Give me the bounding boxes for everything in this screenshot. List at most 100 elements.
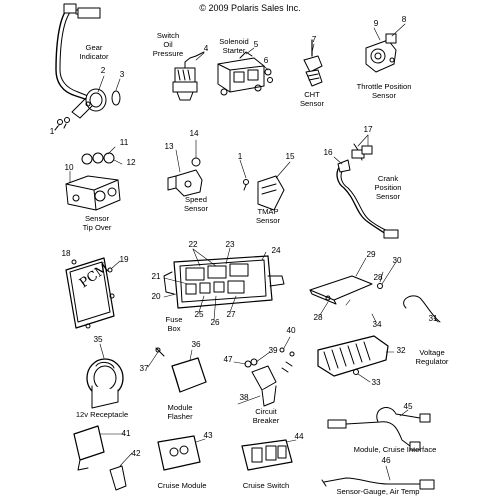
oil-pressure-switch-part [172, 51, 205, 101]
callout-16: 16 [323, 148, 333, 157]
receptacle-part [86, 358, 124, 409]
callout-35: 35 [93, 335, 103, 344]
callout-27: 27 [226, 310, 236, 319]
label-switch-oil-pressure-line2: Oil [163, 40, 173, 49]
label-fuse-box-line1: Fuse [165, 315, 183, 324]
callout-11: 11 [119, 138, 129, 147]
label-voltage-regulator-line1: Voltage [419, 348, 445, 357]
label-solenoid-starter-line1: Solenoid [219, 37, 249, 46]
label-speed-sensor-line1: Speed [185, 195, 207, 204]
callout-20: 20 [151, 292, 161, 301]
callout-25: 25 [194, 310, 204, 319]
callout-15: 15 [285, 152, 295, 161]
cruise-interface-part [327, 407, 431, 451]
label-receptacle: 12v Receptacle [75, 410, 129, 419]
label-module-flasher-line2: Flasher [167, 412, 193, 421]
label-gear-indicator-line2: Indicator [79, 52, 109, 61]
label-crank-position-sensor-line2: Position [374, 183, 402, 192]
callout-31: 31 [428, 314, 438, 323]
cruise-bracket-part [73, 425, 127, 491]
label-cruise-interface: Module, Cruise Interface [353, 445, 437, 454]
callout-1-tmap: 1 [237, 152, 243, 161]
label-crank-position-sensor-line3: Sensor [375, 192, 401, 201]
callout-23: 23 [225, 240, 235, 249]
label-gear-indicator-line1: Gear [85, 43, 103, 52]
label-tmap-sensor-line1: TMAP [257, 207, 279, 216]
label-circuit-breaker-line1: Circuit [255, 407, 277, 416]
callout-29: 29 [366, 250, 376, 259]
label-voltage-regulator-line2: Regulator [415, 357, 449, 366]
callout-10: 10 [64, 163, 74, 172]
callout-5: 5 [253, 40, 259, 49]
callout-6: 6 [263, 56, 269, 65]
label-switch-oil-pressure-line3: Pressure [152, 49, 184, 58]
label-cht-sensor-line2: Sensor [299, 99, 325, 108]
throttle-position-sensor-part [365, 33, 397, 73]
callout-1-gear: 1 [49, 127, 55, 136]
fuse-box-part [163, 255, 285, 309]
label-fuse-box-line2: Box [167, 324, 181, 333]
flasher-module-part [155, 347, 207, 393]
air-temp-sensor-part [321, 477, 435, 490]
cruise-switch-part [241, 439, 293, 471]
label-cht-sensor-line1: CHT [304, 90, 320, 99]
callout-22: 22 [188, 240, 198, 249]
label-air-temp-sensor: Sensor-Gauge, Air Temp [336, 487, 420, 496]
callout-4: 4 [203, 44, 209, 53]
label-circuit-breaker-line2: Breaker [252, 416, 280, 425]
label-cruise-switch: Cruise Switch [242, 481, 290, 490]
callout-19: 19 [119, 255, 129, 264]
callout-24: 24 [271, 246, 281, 255]
label-speed-sensor-line2: Sensor [183, 204, 209, 213]
callout-8: 8 [401, 15, 407, 24]
label-sensor-tip-over-line2: Tip Over [82, 223, 112, 232]
label-switch-oil-pressure-line1: Switch [156, 31, 180, 40]
callout-12: 12 [126, 158, 136, 167]
callout-28-left: 28 [313, 313, 323, 322]
label-throttle-position-sensor-line2: Sensor [371, 91, 397, 100]
callout-43: 43 [203, 431, 213, 440]
tmap-sensor-part [243, 175, 285, 211]
callout-13: 13 [164, 142, 174, 151]
cht-sensor-part [303, 39, 323, 87]
copyright-notice: © 2009 Polaris Sales Inc. [199, 3, 301, 13]
starter-solenoid-part [217, 51, 273, 96]
callout-21: 21 [151, 272, 161, 281]
callout-39: 39 [268, 346, 278, 355]
label-module-flasher-line1: Module [167, 403, 193, 412]
callout-30: 30 [392, 256, 402, 265]
leader-lines [54, 23, 439, 481]
gear-indicator-part [54, 3, 121, 131]
callout-33: 33 [371, 378, 381, 387]
callout-28-right: 28 [373, 273, 383, 282]
callout-18: 18 [61, 249, 71, 258]
callout-2: 2 [100, 66, 106, 75]
callout-38: 38 [239, 393, 249, 402]
label-solenoid-starter-line2: Starter [222, 46, 246, 55]
tip-over-sensor-part [65, 152, 121, 211]
callout-42: 42 [131, 449, 141, 458]
callout-47: 47 [223, 355, 233, 364]
callout-32: 32 [396, 346, 406, 355]
label-crank-position-sensor-line1: Crank [377, 174, 399, 183]
voltage-regulator-part [309, 275, 441, 377]
callout-41: 41 [121, 429, 131, 438]
label-cruise-module: Cruise Module [157, 481, 207, 490]
callout-44: 44 [294, 432, 304, 441]
pcm-part [65, 257, 115, 329]
circuit-breaker-part [244, 347, 295, 407]
callout-3: 3 [119, 70, 125, 79]
cruise-module-part [157, 435, 201, 471]
callout-26: 26 [210, 318, 220, 327]
speed-sensor-part [167, 157, 203, 197]
callout-34: 34 [372, 320, 382, 329]
callout-37: 37 [139, 364, 149, 373]
callout-45: 45 [403, 402, 413, 411]
callout-36: 36 [191, 340, 201, 349]
callout-46: 46 [381, 456, 391, 465]
label-sensor-tip-over-line1: Sensor [84, 214, 110, 223]
callout-40: 40 [286, 326, 296, 335]
callout-14: 14 [189, 129, 199, 138]
